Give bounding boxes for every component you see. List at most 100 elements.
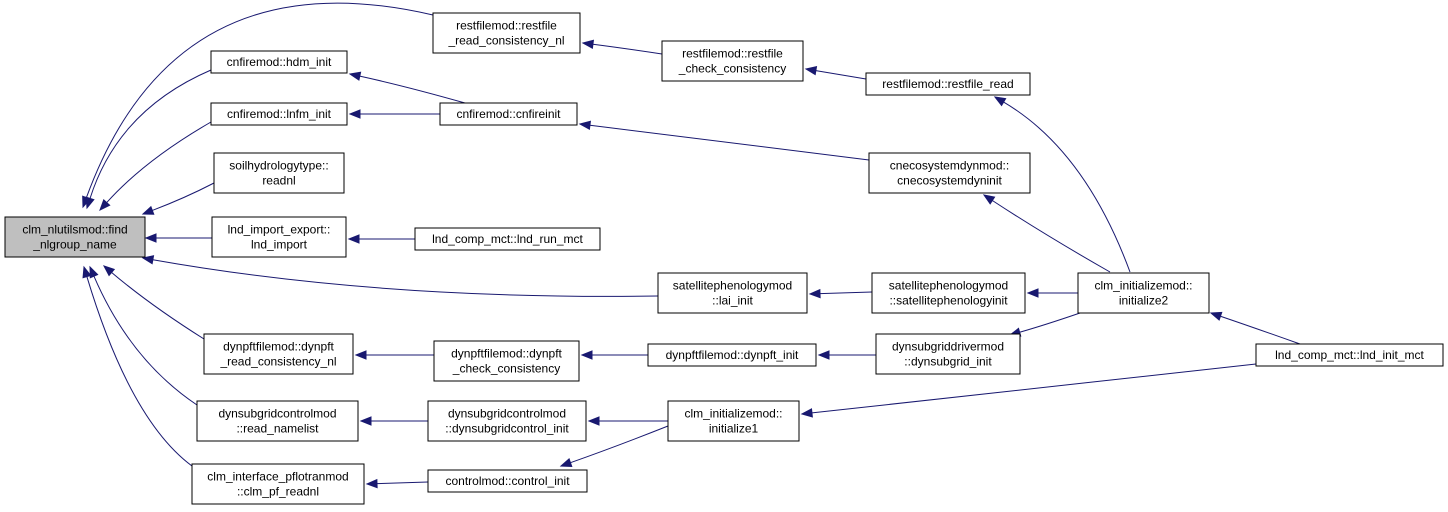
arrowhead	[141, 205, 155, 215]
arrowhead	[82, 265, 92, 279]
node-label-line: _check_consistency	[678, 62, 786, 76]
node-root[interactable]: clm_nlutilsmod::find_nlgroup_name	[4, 216, 146, 258]
edge-dynsubgridcontrol-init-to-read-namelist	[359, 416, 429, 426]
node-initialize2[interactable]: clm_initializemod::initialize2	[1077, 272, 1210, 314]
node-box	[432, 12, 581, 54]
node-lnd-init-mct[interactable]: lnd_comp_mct::lnd_init_mct	[1255, 343, 1444, 367]
node-restfile-check-consistency[interactable]: restfilemod::restfile_check_consistency	[661, 40, 804, 82]
edge-clm-pf-readnl-to-root	[82, 265, 193, 467]
node-box	[414, 227, 601, 251]
arrowhead	[348, 71, 362, 81]
edge-line	[93, 275, 198, 406]
edge-initialize1-to-dynsubgridcontrol-init	[587, 416, 669, 426]
node-dynpft-check-consistency[interactable]: dynpftfilemod::dynpft_check_consistency	[433, 340, 580, 382]
node-box	[865, 72, 1031, 96]
node-label-line: clm_initializemod::	[684, 407, 782, 421]
arrowhead	[354, 350, 367, 360]
edge-lnd-run-mct-to-lnd-import	[347, 234, 415, 244]
node-soilhydrology-readnl[interactable]: soilhydrologytype::readnl	[213, 152, 345, 194]
edge-line	[359, 75, 466, 104]
node-cnecosystemdyninit[interactable]: cnecosystemdynmod::cnecosystemdyninit	[868, 152, 1031, 194]
edge-initialize2-to-dynsubgrid-init	[1008, 312, 1081, 337]
node-box	[868, 152, 1031, 194]
node-label-line: _read_consistency_nl	[219, 355, 336, 369]
node-label-line: restfilemod::restfile	[682, 47, 783, 61]
edge-soilhydrology-readnl-to-root	[141, 182, 215, 215]
node-box	[210, 102, 348, 126]
node-dynpft-init[interactable]: dynpftfilemod::dynpft_init	[647, 343, 817, 367]
node-box	[211, 216, 347, 258]
node-box	[1255, 343, 1444, 367]
edge-initialize1-to-control-init	[559, 425, 669, 467]
node-label-line: clm_initializemod::	[1094, 279, 1192, 293]
node-lnd-import[interactable]: lnd_import_export::lnd_import	[211, 216, 347, 258]
node-box	[875, 333, 1021, 375]
node-box	[213, 152, 345, 194]
node-label-line: cnecosystemdynmod::	[890, 159, 1009, 173]
node-label-line: dynsubgridcontrolmod	[448, 407, 566, 421]
edge-dynsubgrid-init-to-dynpft-init	[817, 350, 876, 360]
node-label-line: cnfiremod::lnfm_init	[227, 107, 332, 121]
arrowhead	[993, 96, 1007, 107]
node-read-namelist[interactable]: dynsubgridcontrolmod::read_namelist	[196, 400, 359, 442]
node-label-line: dynpftfilemod::dynpft_init	[666, 348, 799, 362]
node-lnfm-init[interactable]: cnfiremod::lnfm_init	[210, 102, 348, 126]
node-dynpft-read-consistency-nl[interactable]: dynpftfilemod::dynpft_read_consistency_n…	[203, 333, 354, 375]
node-cnfireinit[interactable]: cnfiremod::cnfireinit	[439, 102, 578, 126]
edge-line	[85, 2, 434, 198]
node-label-line: lnd_comp_mct::lnd_init_mct	[1275, 348, 1424, 362]
edge-restfile-read-to-restfile-check-consistency	[804, 66, 867, 80]
node-box	[210, 50, 348, 74]
arrowhead	[982, 194, 996, 205]
node-label-line: readnl	[262, 174, 295, 188]
node-label-line: clm_interface_pflotranmod	[207, 470, 348, 484]
node-label-line: clm_nlutilsmod::find	[22, 223, 127, 237]
node-box	[191, 463, 365, 505]
edge-line	[376, 481, 429, 485]
node-restfile-read-consistency-nl[interactable]: restfilemod::restfile_read_consistency_n…	[432, 12, 581, 54]
arrowhead	[578, 120, 592, 130]
node-initialize1[interactable]: clm_initializemod::initialize1	[667, 400, 800, 442]
node-control-init[interactable]: controlmod::control_init	[427, 469, 588, 493]
node-label-line: lnd_import_export::	[228, 223, 331, 237]
node-clm-pf-readnl[interactable]: clm_interface_pflotranmod::clm_pf_readnl	[191, 463, 365, 505]
node-label-line: dynsubgriddrivermod	[892, 340, 1004, 354]
node-box	[433, 340, 580, 382]
node-label-line: lnd_comp_mct::lnd_run_mct	[432, 232, 583, 246]
node-box	[1077, 272, 1210, 314]
edge-dynpft-read-consistency-nl-to-root	[102, 265, 205, 340]
node-hdm-init[interactable]: cnfiremod::hdm_init	[210, 50, 348, 74]
node-label-line: dynpftfilemod::dynpft	[223, 340, 334, 354]
node-label-line: restfilemod::restfile_read	[882, 77, 1013, 91]
arrowhead	[808, 288, 821, 299]
edge-lnd-init-mct-to-initialize2	[1209, 311, 1301, 345]
node-dynsubgridcontrol-init[interactable]: dynsubgridcontrolmod::dynsubgridcontrol_…	[427, 400, 587, 442]
arrowhead	[102, 265, 116, 277]
edge-line	[89, 69, 212, 199]
edge-lnfm-init-to-root	[99, 121, 212, 212]
edge-line	[152, 182, 215, 211]
node-label-line: lnd_import	[251, 238, 308, 252]
node-label-line: _nlgroup_name	[32, 238, 117, 252]
arrowhead	[348, 109, 361, 119]
node-dynsubgrid-init[interactable]: dynsubgriddrivermod::dynsubgrid_init	[875, 333, 1021, 375]
edge-line	[570, 425, 669, 464]
edge-line	[106, 121, 212, 203]
node-lai-init[interactable]: satellitephenologymod::lai_init	[657, 272, 808, 314]
node-lnd-run-mct[interactable]: lnd_comp_mct::lnd_run_mct	[414, 227, 601, 251]
node-restfile-read[interactable]: restfilemod::restfile_read	[865, 72, 1031, 96]
node-box	[661, 40, 804, 82]
edge-line	[815, 70, 867, 80]
node-label-line: ::dynsubgridcontrol_init	[445, 422, 569, 436]
edge-cnecosystemdyninit-to-cnfireinit	[578, 120, 870, 161]
arrowhead	[817, 350, 830, 360]
edge-line	[811, 363, 1257, 414]
edge-lnd-import-to-root	[144, 233, 213, 243]
node-satellitephenologyinit[interactable]: satellitephenologymod::satellitephenolog…	[871, 272, 1026, 314]
node-box	[647, 343, 817, 367]
edge-line	[589, 124, 870, 161]
edge-line	[819, 291, 873, 295]
edge-line	[111, 272, 205, 340]
node-box	[667, 400, 800, 442]
